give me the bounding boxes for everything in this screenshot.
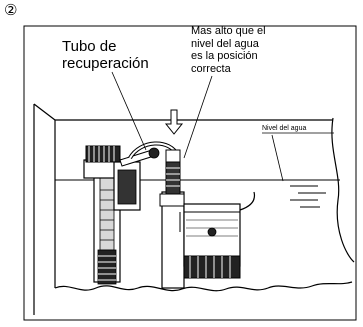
down-arrow-icon [164,109,184,135]
tank-bottom-tear [54,281,353,292]
nivel-del-agua-label: Nivel del agua [262,125,307,132]
step-number: ② [4,1,18,19]
outer-frame [23,25,357,321]
mas-alto-label: Mas alto que el nivel del agua es la pos… [191,25,266,75]
flush-valve [183,191,256,279]
tubo-recuperacion-label: Tubo de recuperación [62,38,149,72]
fill-valve [83,145,160,285]
leader-lines [111,71,213,159]
overflow-pipe [159,149,185,289]
tank-outline [33,103,355,315]
